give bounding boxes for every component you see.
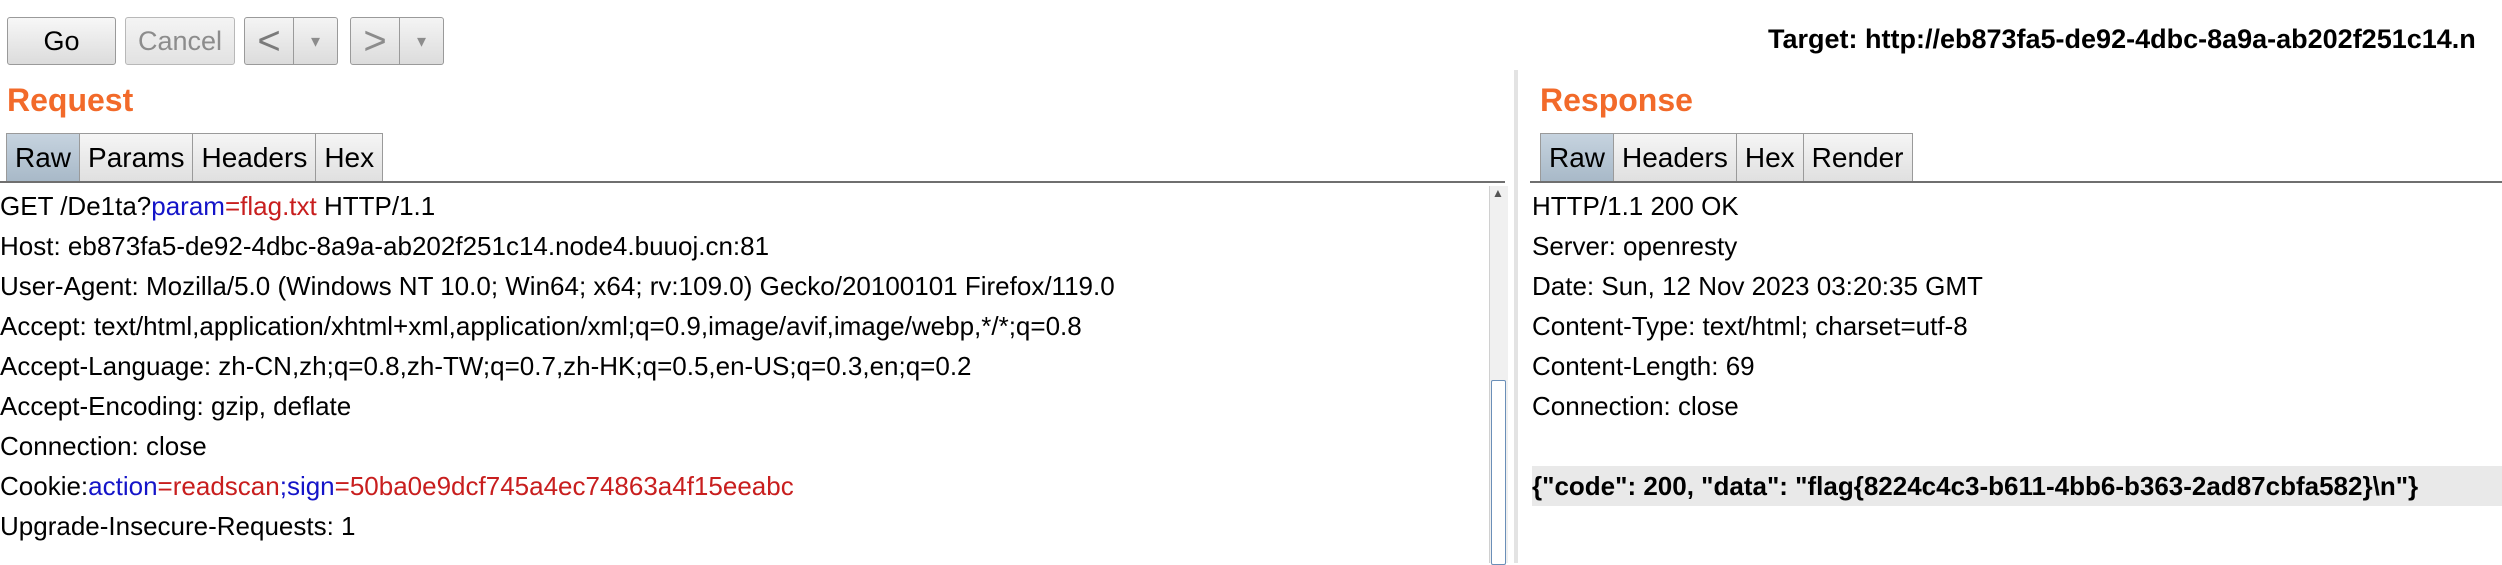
response-header-date: Date: Sun, 12 Nov 2023 03:20:35 GMT xyxy=(1532,271,1983,301)
response-tab-headers[interactable]: Headers xyxy=(1613,133,1737,181)
request-header-upgrade-insecure: Upgrade-Insecure-Requests: 1 xyxy=(0,511,356,541)
forward-history-dropdown-icon[interactable]: ▾ xyxy=(400,17,444,65)
back-history-dropdown-icon[interactable]: ▾ xyxy=(294,17,338,65)
request-tab-hex[interactable]: Hex xyxy=(315,133,384,181)
request-tab-headers[interactable]: Headers xyxy=(192,133,317,181)
response-header-connection: Connection: close xyxy=(1532,391,1739,421)
split-pane-divider[interactable] xyxy=(1514,70,1518,563)
request-header-accept-language: Accept-Language: zh-CN,zh;q=0.8,zh-TW;q=… xyxy=(0,351,972,381)
response-header-content-length: Content-Length: 69 xyxy=(1532,351,1755,381)
request-scrollbar-thumb[interactable] xyxy=(1491,380,1506,565)
request-header-cookie: Cookie:action=readscan;sign=50ba0e9dcf74… xyxy=(0,471,794,501)
response-header-server: Server: openresty xyxy=(1532,231,1738,261)
response-status-line: HTTP/1.1 200 OK xyxy=(1532,191,1739,221)
response-editor[interactable]: HTTP/1.1 200 OK Server: openresty Date: … xyxy=(1532,186,2502,563)
forward-nav-group: > ▾ xyxy=(350,17,444,65)
response-tab-raw[interactable]: Raw xyxy=(1540,133,1615,181)
scroll-up-arrow-icon[interactable]: ▲ xyxy=(1492,186,1504,200)
request-header-host: Host: eb873fa5-de92-4dbc-8a9a-ab202f251c… xyxy=(0,231,770,261)
response-header-content-type: Content-Type: text/html; charset=utf-8 xyxy=(1532,311,1968,341)
response-tabs: Raw Headers Hex Render xyxy=(1540,133,1913,181)
response-tab-underline xyxy=(1530,181,2502,183)
request-title: Request xyxy=(7,82,134,118)
cancel-button[interactable]: Cancel xyxy=(125,17,235,65)
response-blank-line xyxy=(1532,426,2502,466)
request-header-accept-encoding: Accept-Encoding: gzip, deflate xyxy=(0,391,352,421)
go-button[interactable]: Go xyxy=(7,17,116,65)
request-tab-underline xyxy=(0,181,1505,183)
request-header-user-agent: User-Agent: Mozilla/5.0 (Windows NT 10.0… xyxy=(0,271,1115,301)
response-title: Response xyxy=(1540,82,1693,118)
toolbar: Go Cancel < ▾ > ▾ Target: http://eb873fa… xyxy=(0,0,2502,70)
request-tab-params[interactable]: Params xyxy=(79,133,194,181)
back-nav-group: < ▾ xyxy=(244,17,338,65)
request-editor[interactable]: GET /De1ta?param=flag.txt HTTP/1.1 Host:… xyxy=(0,186,1488,563)
request-tabs: Raw Params Headers Hex xyxy=(6,133,384,181)
target-url[interactable]: Target: http://eb873fa5-de92-4dbc-8a9a-a… xyxy=(1768,24,2476,54)
response-tab-hex[interactable]: Hex xyxy=(1735,133,1804,181)
request-header-connection: Connection: close xyxy=(0,431,207,461)
request-line: GET /De1ta?param=flag.txt HTTP/1.1 xyxy=(0,191,436,221)
request-tab-raw[interactable]: Raw xyxy=(6,133,81,181)
forward-arrow-icon[interactable]: > xyxy=(350,17,400,65)
response-tab-render[interactable]: Render xyxy=(1802,133,1913,181)
response-body-json: {"code": 200, "data": "flag{8224c4c3-b61… xyxy=(1532,466,2502,506)
request-header-accept: Accept: text/html,application/xhtml+xml,… xyxy=(0,311,1082,341)
back-arrow-icon[interactable]: < xyxy=(244,17,294,65)
